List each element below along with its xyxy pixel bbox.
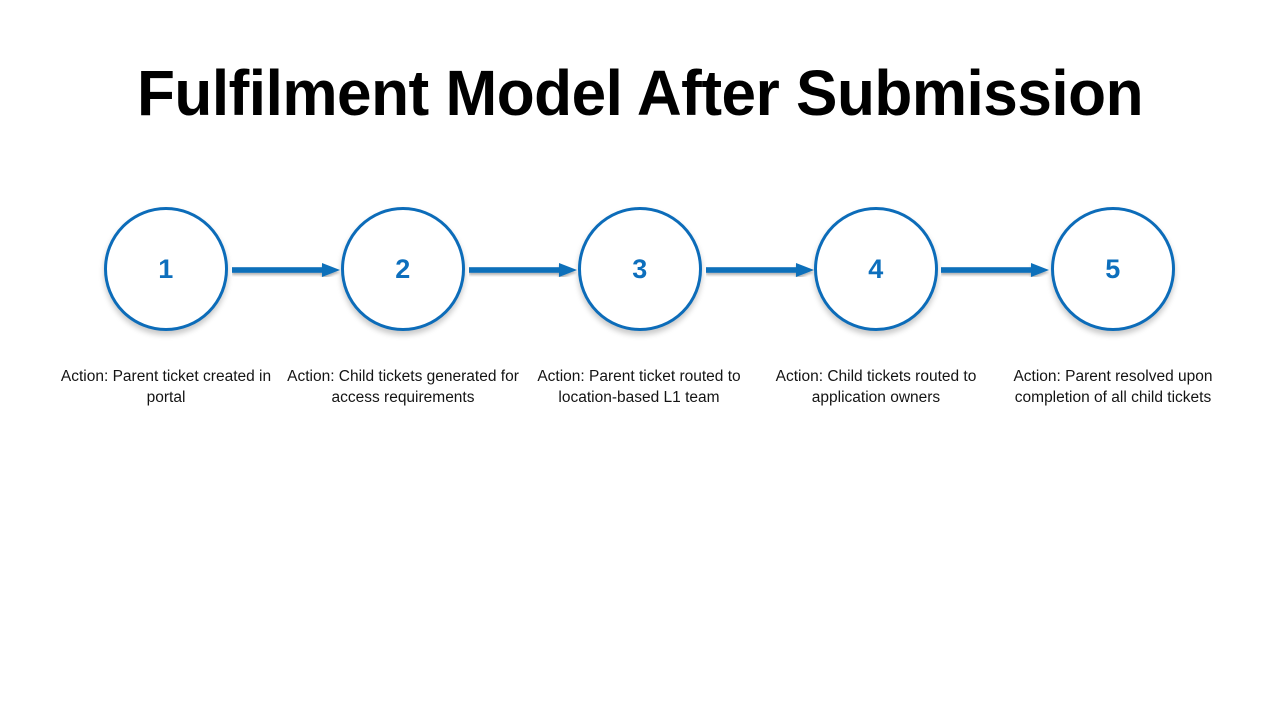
step-number-4: 4 (868, 253, 884, 284)
step-number-3: 3 (632, 253, 648, 284)
connector-arrow-2 (469, 263, 577, 277)
step-caption-3: Action: Parent ticket routed to location… (537, 368, 741, 407)
step-captions: Action: Parent ticket created in portal … (0, 366, 1280, 436)
step-caption-4: Action: Child tickets routed to applicat… (775, 368, 977, 407)
arrow-right-icon (941, 263, 1049, 277)
step-caption-5: Action: Parent resolved upon completion … (1013, 368, 1213, 407)
connector-arrow-4 (941, 263, 1049, 277)
step-number-2: 2 (395, 253, 411, 284)
connector-arrow-3 (706, 263, 814, 277)
step-caption-2: Action: Child tickets generated for acce… (287, 368, 519, 407)
step-node-2[interactable]: 2 (341, 207, 465, 331)
page-title: Fulfilment Model After Submission (136, 57, 1144, 129)
step-caption-1: Action: Parent ticket created in portal (60, 368, 272, 407)
step-node-3[interactable]: 3 (578, 207, 702, 331)
step-node-1[interactable]: 1 (104, 207, 228, 331)
arrow-right-icon (706, 263, 814, 277)
arrow-right-icon (469, 263, 577, 277)
arrow-right-icon (232, 263, 340, 277)
process-flow: 1 2 (0, 207, 1280, 337)
step-node-4[interactable]: 4 (814, 207, 938, 331)
step-number-5: 5 (1105, 253, 1121, 284)
connector-arrow-1 (232, 263, 340, 277)
step-node-5[interactable]: 5 (1051, 207, 1175, 331)
step-number-1: 1 (158, 253, 174, 284)
